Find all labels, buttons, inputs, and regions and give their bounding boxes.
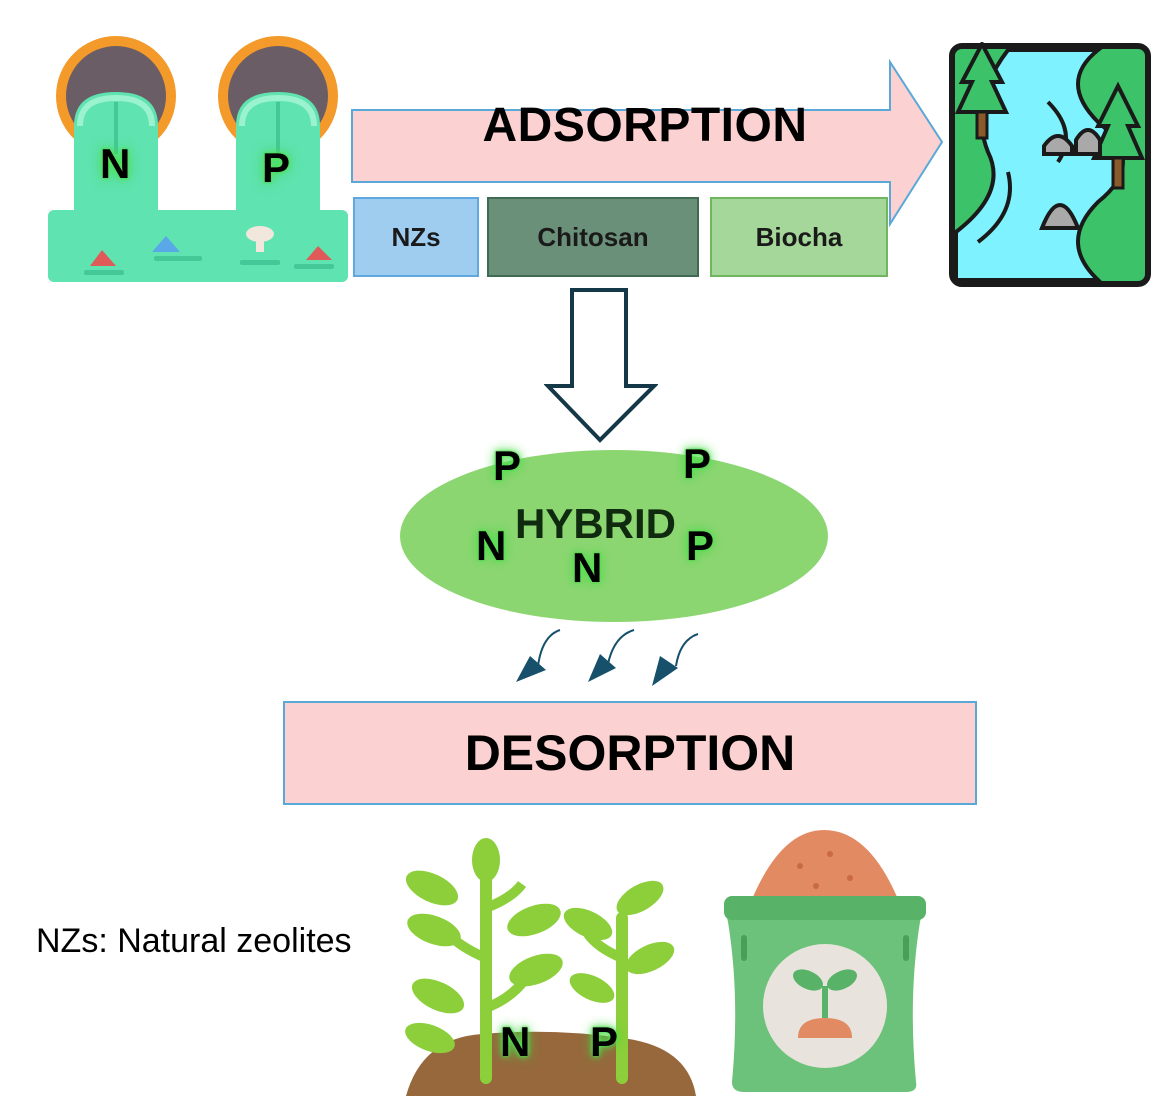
sorbent-biochar-label: Biocha bbox=[755, 221, 843, 252]
ion-n-source: N bbox=[100, 140, 131, 187]
ion-n-soil: N bbox=[500, 1018, 531, 1065]
curved-arrow-1 bbox=[537, 629, 561, 667]
sorbent-chitosan-box: Chitosan bbox=[487, 197, 699, 277]
plants-soil-icon bbox=[405, 838, 696, 1096]
sorbent-biochar-box: Biocha bbox=[710, 197, 888, 277]
ion-p-soil: P bbox=[590, 1018, 619, 1065]
sorbent-nzs-box: NZs bbox=[353, 197, 479, 277]
ion-n-hybrid-2: N bbox=[572, 544, 603, 591]
wastewater-pipes-icon bbox=[48, 36, 348, 282]
ion-p-hybrid-3: P bbox=[686, 522, 715, 569]
release-arrows bbox=[516, 629, 699, 686]
ion-p-hybrid-2: P bbox=[683, 440, 712, 487]
ion-n-hybrid-1: N bbox=[476, 522, 507, 569]
adsorption-label: ADSORPTION bbox=[482, 99, 808, 152]
sorbent-chitosan-label: Chitosan bbox=[537, 221, 649, 252]
desorption-label: DESORPTION bbox=[464, 725, 796, 781]
ion-p-source: P bbox=[262, 144, 291, 191]
adsorption-arrow bbox=[351, 58, 944, 228]
hybrid-ellipse bbox=[400, 450, 828, 622]
fertilizer-bag-icon bbox=[724, 830, 926, 1092]
sorbent-nzs-label: NZs bbox=[391, 221, 441, 252]
river-landscape-icon bbox=[949, 42, 1151, 287]
desorption-box: DESORPTION bbox=[283, 701, 977, 805]
ion-p-hybrid-1: P bbox=[493, 442, 522, 489]
down-arrow bbox=[544, 288, 658, 443]
hybrid-label: HYBRID bbox=[515, 500, 677, 547]
legend-text: NZs: Natural zeolites bbox=[36, 922, 352, 960]
